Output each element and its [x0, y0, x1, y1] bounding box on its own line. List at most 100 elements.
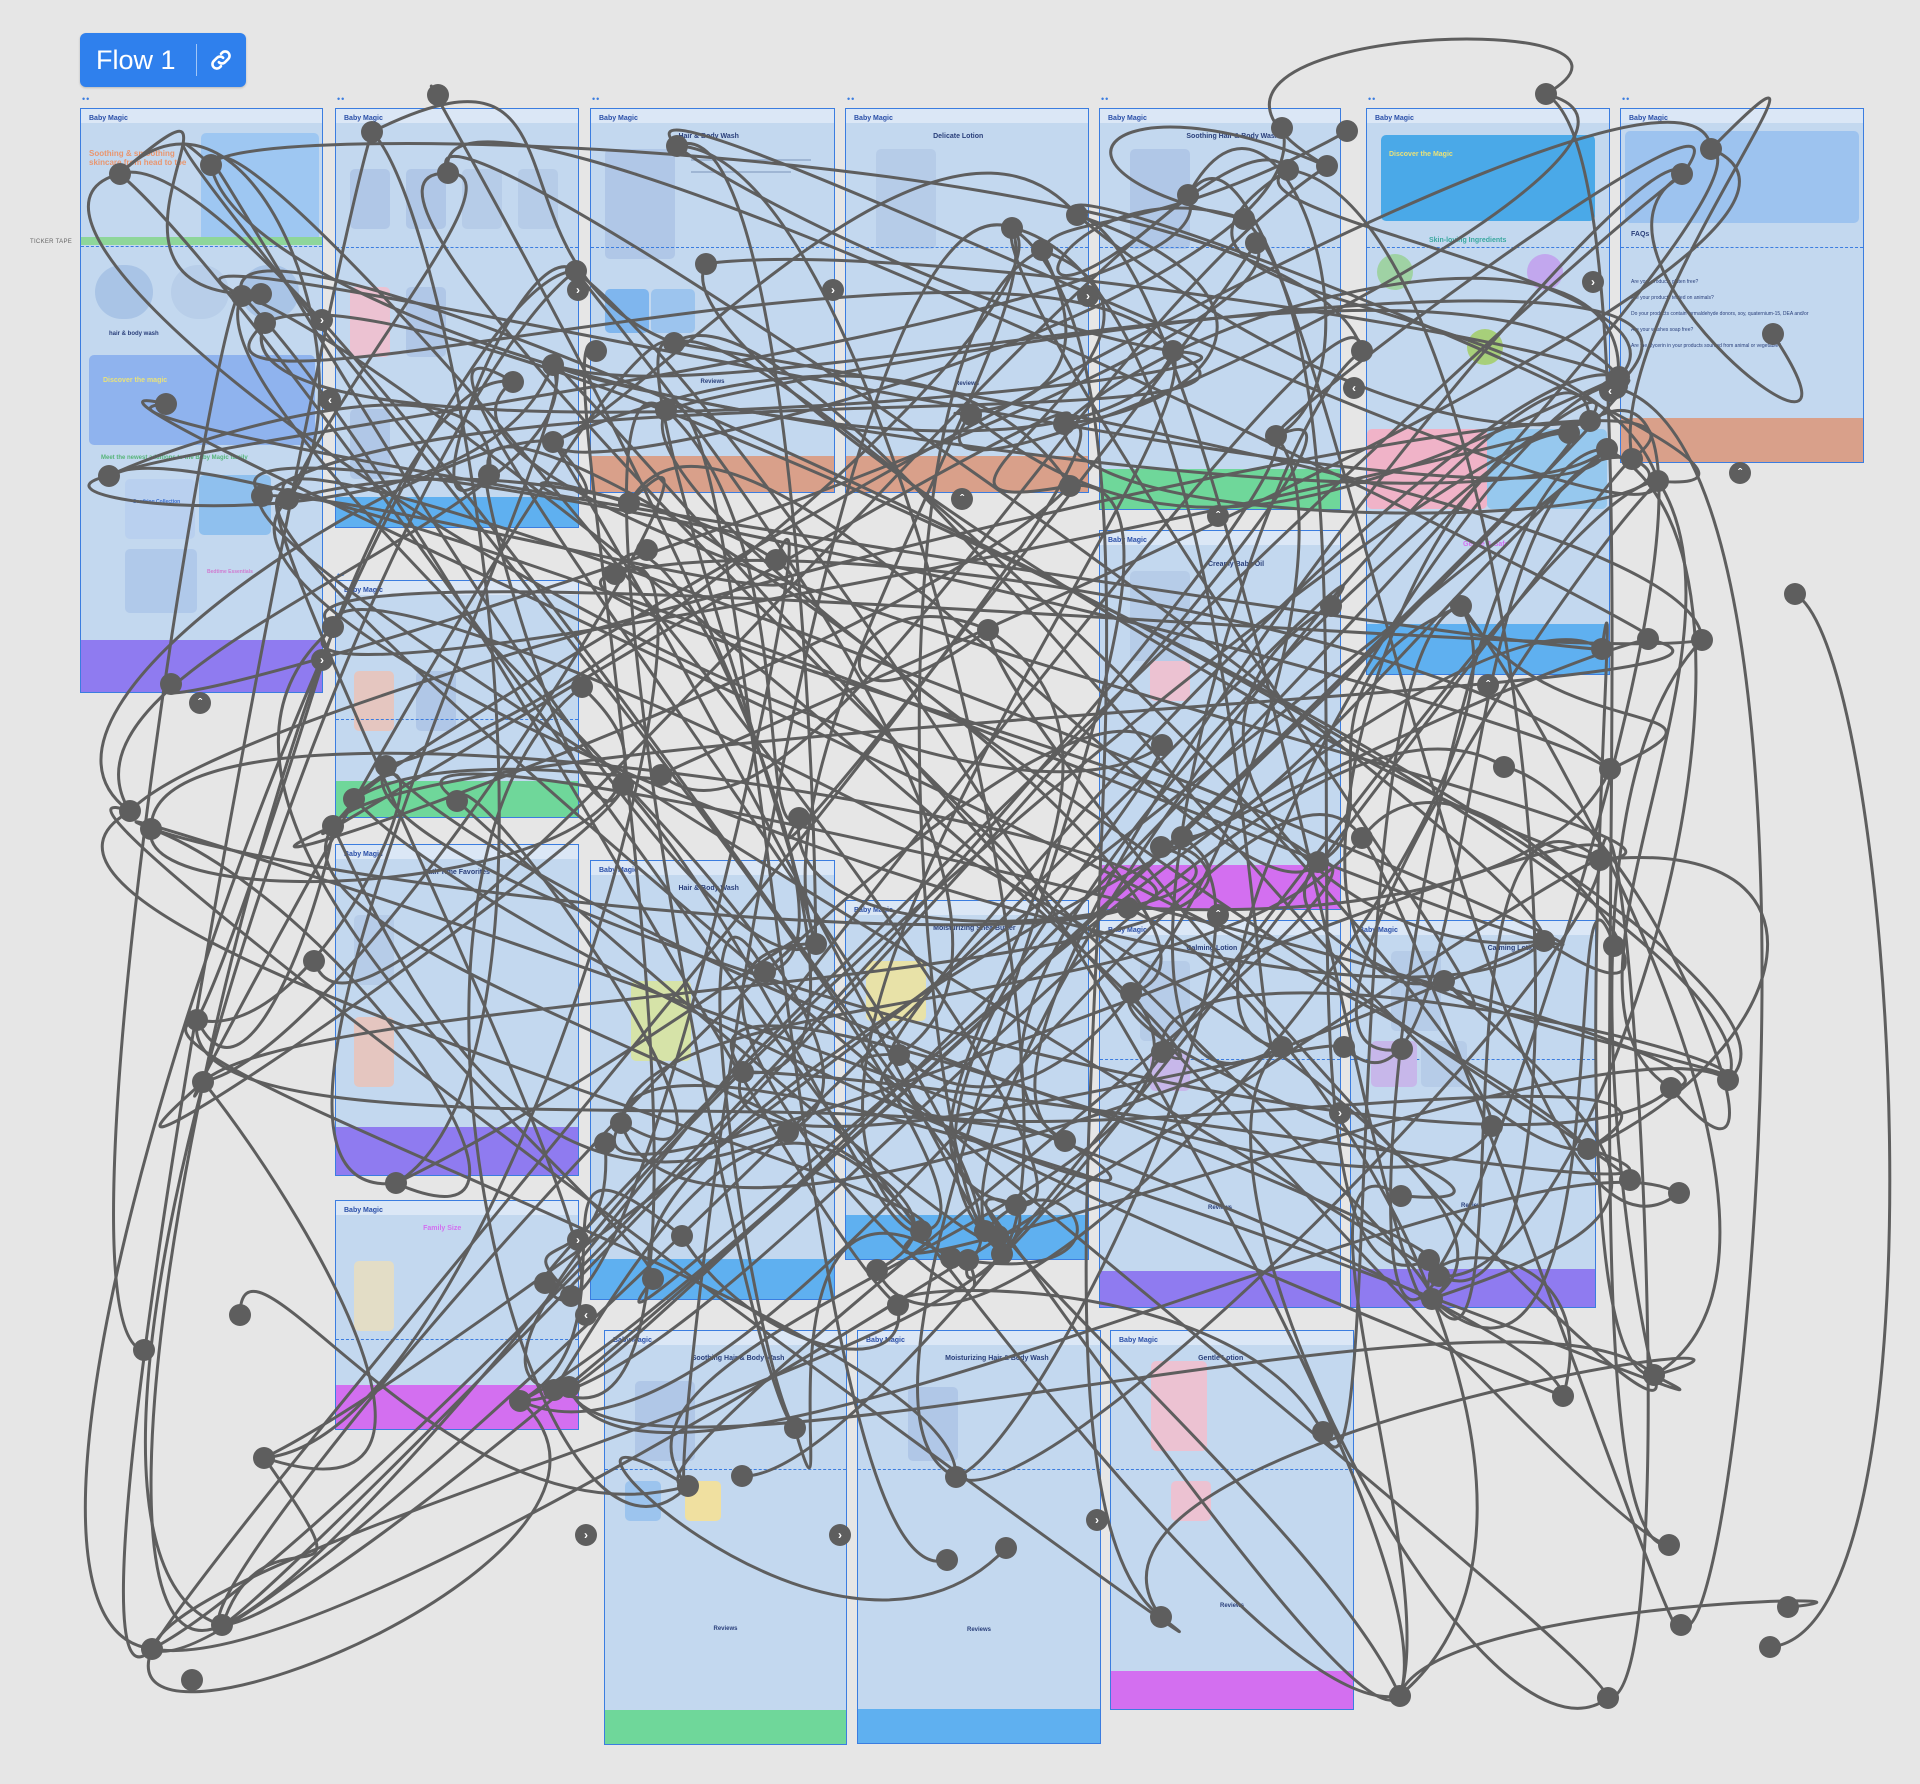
connector-node[interactable]	[1418, 1249, 1441, 1272]
connector-node[interactable]	[1599, 758, 1622, 781]
connector-node[interactable]	[635, 539, 658, 562]
frame-about[interactable]: Baby Magic Discover the Magic Skin-lovin…	[1366, 108, 1610, 675]
connector-node[interactable]	[192, 1070, 215, 1093]
connector-node[interactable]	[564, 259, 587, 282]
connector-node[interactable]	[1054, 1129, 1077, 1152]
faq-item[interactable]: Do your products contain formaldehyde do…	[1631, 311, 1809, 317]
connector-node[interactable]	[909, 1219, 932, 1242]
connector-node[interactable]	[665, 134, 688, 157]
connector-node[interactable]	[994, 1537, 1017, 1560]
connector-node[interactable]	[886, 1294, 909, 1317]
frame-pdp-calming-lotion-1[interactable]: Baby Magic Calming Lotion Reviews	[1099, 920, 1341, 1308]
connector-node[interactable]	[1176, 184, 1199, 207]
chevron-left-icon[interactable]: ‹	[319, 389, 341, 411]
connector-node[interactable]	[1533, 929, 1556, 952]
connector-node[interactable]	[1783, 582, 1806, 605]
thumb-photo[interactable]	[605, 289, 649, 333]
connector-node[interactable]	[1320, 594, 1343, 617]
discover-card[interactable]	[1381, 135, 1595, 221]
connector-node[interactable]	[478, 464, 501, 487]
connector-node[interactable]	[1307, 851, 1330, 874]
connector-node[interactable]	[731, 1060, 754, 1083]
connector-node[interactable]	[935, 1549, 958, 1572]
connector-node[interactable]	[610, 1111, 633, 1134]
thumb-photo[interactable]	[1421, 1041, 1467, 1087]
frame-pdp-gentle-lotion[interactable]: Baby Magic Gentle Lotion Reviews	[1110, 1330, 1354, 1710]
connector-node[interactable]	[1603, 935, 1626, 958]
connector-node[interactable]	[118, 800, 141, 823]
connector-node[interactable]	[384, 1172, 407, 1195]
chevron-up-icon[interactable]: ˆ	[189, 692, 211, 714]
connector-node[interactable]	[375, 754, 398, 777]
frame-collection-3[interactable]: Baby Magic Bath Time Favorites	[335, 844, 579, 1176]
connector-node[interactable]	[1481, 1114, 1504, 1137]
connector-node[interactable]	[1647, 470, 1670, 493]
frame-collection-4[interactable]: Baby Magic Family Size	[335, 1200, 579, 1430]
product-tile[interactable]	[354, 671, 394, 731]
connector-node[interactable]	[230, 284, 253, 307]
soothing-card[interactable]	[125, 479, 195, 539]
product-tile[interactable]	[518, 169, 558, 229]
connector-node[interactable]	[132, 1339, 155, 1362]
frame-handle-dots[interactable]: ••	[337, 94, 346, 104]
connector-node[interactable]	[1577, 1137, 1600, 1160]
product-tile[interactable]	[354, 1017, 394, 1087]
connector-node[interactable]	[253, 312, 276, 335]
connector-node[interactable]	[695, 252, 718, 275]
thumb-photo[interactable]	[866, 961, 926, 1021]
connector-node[interactable]	[155, 392, 178, 415]
connector-node[interactable]	[1428, 1264, 1451, 1287]
connector-node[interactable]	[1449, 595, 1472, 618]
chevron-right-icon[interactable]: ›	[575, 1524, 597, 1546]
connector-node[interactable]	[731, 1465, 754, 1488]
discover-card[interactable]	[89, 355, 315, 445]
connector-node[interactable]	[1589, 848, 1612, 871]
connector-node[interactable]	[1390, 1038, 1413, 1061]
product-tile[interactable]	[350, 409, 390, 479]
connector-node[interactable]	[446, 789, 469, 812]
connector-node[interactable]	[360, 120, 383, 143]
connector-node[interactable]	[594, 1132, 617, 1155]
frame-handle-dots[interactable]: ••	[1622, 94, 1631, 104]
connector-node[interactable]	[253, 1446, 276, 1469]
connector-node[interactable]	[604, 562, 627, 585]
connector-node[interactable]	[618, 492, 641, 515]
chevron-right-icon[interactable]: ›	[1329, 1102, 1351, 1124]
connector-node[interactable]	[1433, 969, 1456, 992]
connector-node[interactable]	[1030, 239, 1053, 262]
connector-node[interactable]	[1052, 413, 1075, 436]
connector-node[interactable]	[570, 675, 593, 698]
connector-node[interactable]	[1000, 216, 1023, 239]
connector-node[interactable]	[1233, 207, 1256, 230]
chevron-right-icon[interactable]: ›	[567, 1229, 589, 1251]
connector-node[interactable]	[276, 488, 299, 511]
connector-node[interactable]	[1270, 1035, 1293, 1058]
connector-node[interactable]	[501, 370, 524, 393]
connector-node[interactable]	[141, 1637, 164, 1660]
connector-node[interactable]	[1276, 158, 1299, 181]
connector-node[interactable]	[1389, 1184, 1412, 1207]
connector-node[interactable]	[584, 340, 607, 363]
connector-node[interactable]	[1618, 1168, 1641, 1191]
connector-node[interactable]	[655, 398, 678, 421]
connector-node[interactable]	[1717, 1068, 1740, 1091]
frame-pdp-soothing-wash[interactable]: Baby Magic Soothing Hair & Body Wash Rev…	[604, 1330, 847, 1745]
frame-pdp-hair-wash-3[interactable]: Baby Magic Hair & Body Wash	[590, 860, 835, 1300]
thumb-photo[interactable]	[1171, 1481, 1211, 1521]
chevron-right-icon[interactable]: ›	[1077, 285, 1099, 307]
connector-node[interactable]	[1420, 1287, 1443, 1310]
link-icon[interactable]	[197, 33, 245, 87]
connector-node[interactable]	[676, 1475, 699, 1498]
connector-node[interactable]	[249, 283, 272, 306]
connector-node[interactable]	[1171, 826, 1194, 849]
frame-handle-dots[interactable]: ••	[592, 94, 601, 104]
product-tile[interactable]	[350, 287, 390, 357]
thumb-photo[interactable]	[625, 1481, 661, 1521]
connector-node[interactable]	[560, 1284, 583, 1307]
frame-pdp-hair-wash-2[interactable]: Baby Magic Soothing Hair & Body Wash	[1099, 108, 1341, 510]
connector-node[interactable]	[322, 815, 345, 838]
connector-node[interactable]	[1691, 628, 1714, 651]
connector-node[interactable]	[541, 430, 564, 453]
connector-node[interactable]	[186, 1008, 209, 1031]
connector-node[interactable]	[541, 353, 564, 376]
